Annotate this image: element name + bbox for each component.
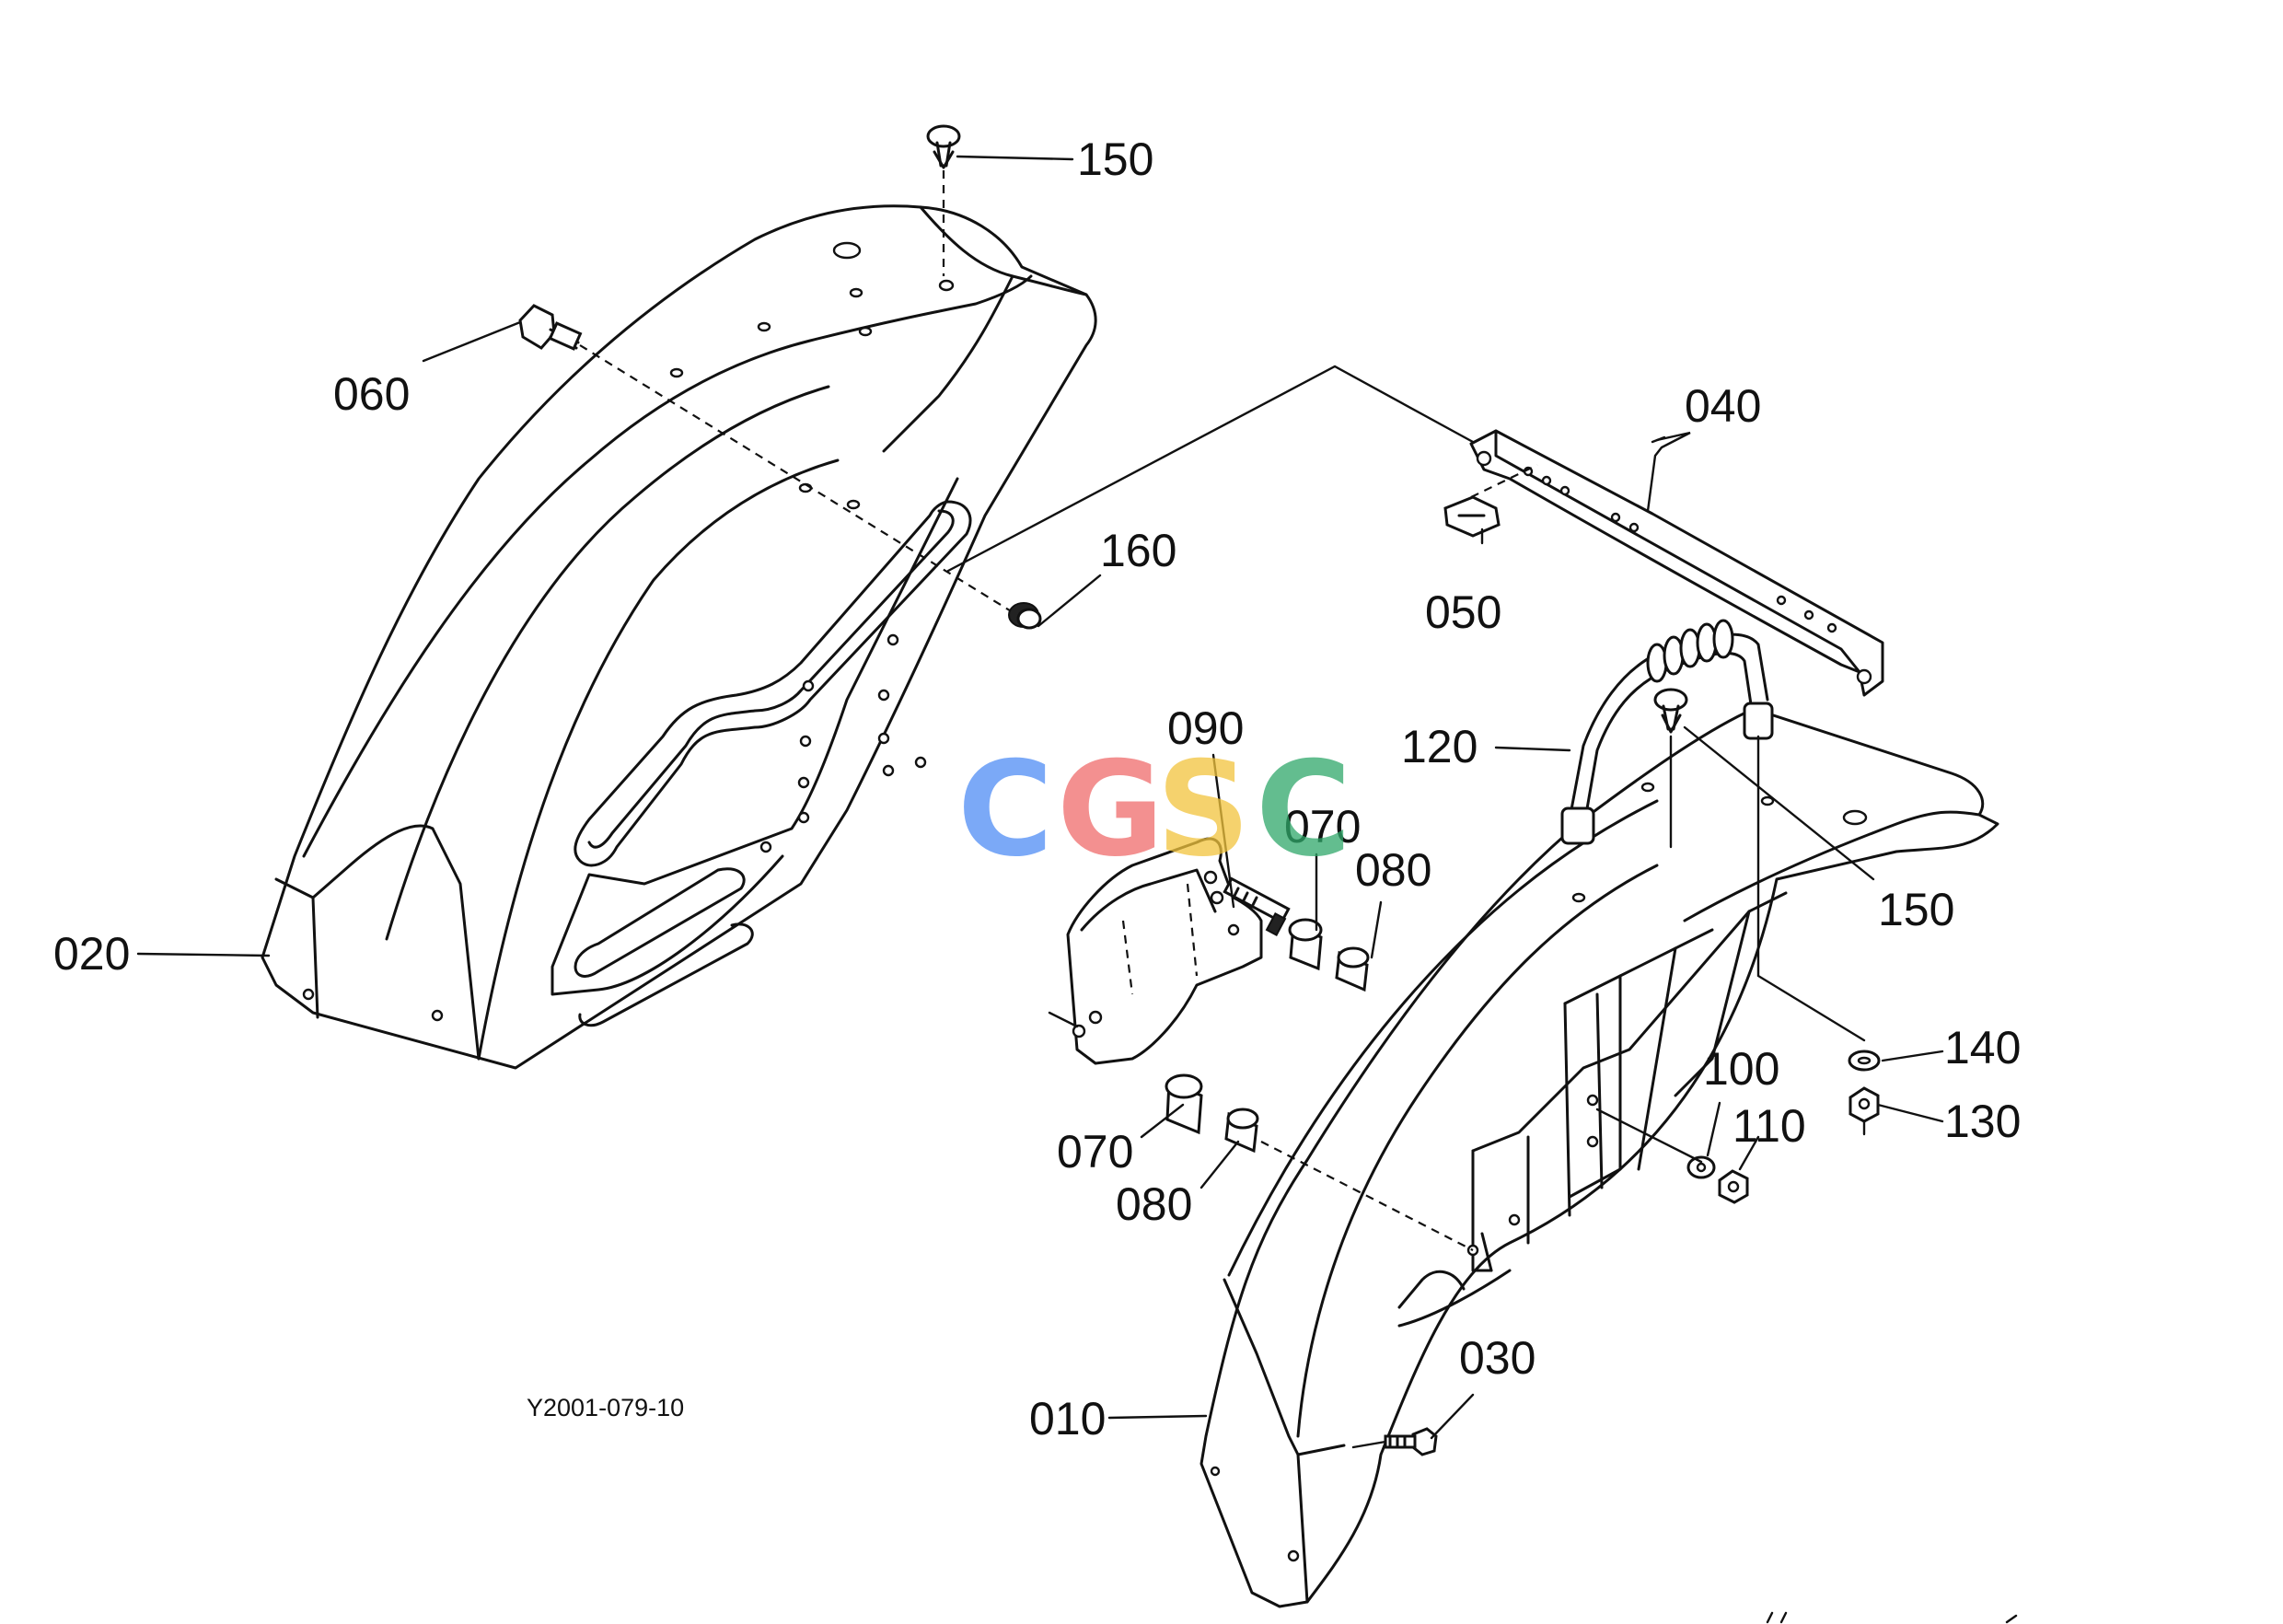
callout-120: 120 (1401, 721, 1478, 772)
callout-030: 030 (1459, 1332, 1536, 1384)
spacer-070-upper (1288, 918, 1323, 971)
callout-050: 050 (1425, 586, 1501, 638)
right-fender-010 (1199, 707, 1999, 1608)
nut-130 (1848, 1086, 1880, 1136)
nut-axis (1595, 1108, 1703, 1164)
handle-grip (1646, 619, 1734, 683)
callout-150-top: 150 (1077, 133, 1153, 185)
callout-160: 160 (1100, 525, 1176, 576)
drawing-code: Y2001-079-10 (527, 1394, 684, 1421)
callout-110: 110 (1733, 1100, 1806, 1152)
bolt-030 (1351, 1427, 1438, 1456)
callout-060: 060 (333, 368, 410, 420)
leader-lines (136, 155, 1944, 1440)
rear-bolt-axis (1756, 735, 1866, 1042)
washer-100 (1686, 1155, 1716, 1179)
callout-100: 100 (1703, 1043, 1779, 1095)
callout-080-upper: 080 (1355, 844, 1431, 896)
watermark-letter-3: S (1156, 734, 1250, 886)
callout-020: 020 (53, 928, 130, 980)
watermark-letter-1: C (957, 734, 1053, 886)
spacer-080-upper (1335, 946, 1370, 992)
callout-labels: 150 060 020 160 040 050 120 090 070 080 … (53, 133, 2021, 1444)
assembly-guide-line (946, 365, 1475, 573)
bracket-040 (1469, 429, 1884, 697)
callout-040: 040 (1685, 380, 1761, 432)
handle-120 (1560, 619, 1774, 845)
callout-010: 010 (1029, 1393, 1106, 1444)
callout-070-lower: 070 (1057, 1126, 1133, 1177)
spacer-070-lower (1165, 1073, 1203, 1135)
push-rivet-150-top (926, 124, 961, 276)
spacer-080-lower (1224, 1108, 1259, 1154)
watermark-letter-4: C (1256, 734, 1351, 886)
callout-070-upper: 070 (1284, 801, 1361, 853)
watermark-logo: C G S C (957, 734, 1351, 886)
watermark-letter-2: G (1057, 734, 1165, 886)
callout-150-right: 150 (1878, 884, 1954, 935)
callout-080-lower: 080 (1116, 1178, 1192, 1230)
bolt-060 (518, 304, 1014, 613)
washer-140 (1848, 1050, 1881, 1072)
nut-110 (1718, 1169, 1749, 1204)
cropped-mark (1766, 1611, 2018, 1624)
grommet-160 (1008, 602, 1042, 630)
stud-090 (1223, 876, 1291, 936)
left-fender-020 (261, 204, 1097, 1070)
lower-spacer-axis (1260, 1141, 1474, 1251)
callout-140: 140 (1944, 1022, 2021, 1073)
clip-050 (1443, 464, 1538, 538)
callout-130: 130 (1944, 1096, 2021, 1147)
push-rivet-150-right (1653, 688, 1688, 849)
callout-090: 090 (1167, 702, 1244, 754)
